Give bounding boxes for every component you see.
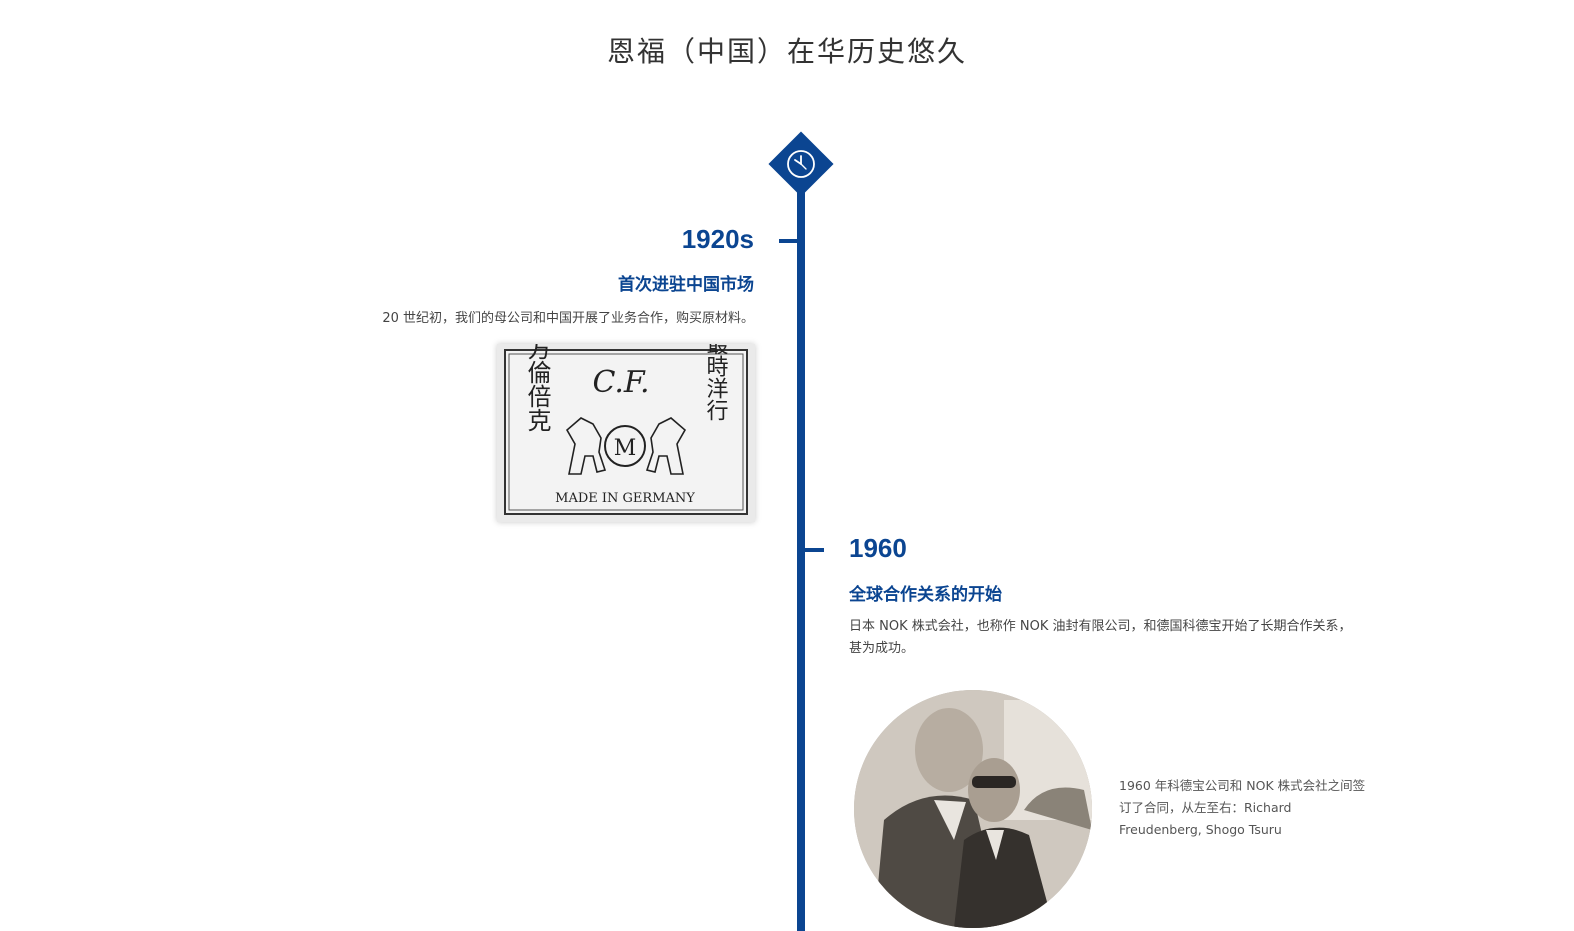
clock-icon <box>787 150 815 178</box>
label-right-text: 美最時洋行 <box>703 344 729 421</box>
label-center-letter: M <box>614 436 637 461</box>
event-year-1960: 1960 <box>849 533 907 563</box>
event-body-1960: 日本 NOK 株式会社，也称作 NOK 油封有限公司，和德国科德宝开始了长期合作… <box>849 619 1352 656</box>
event-heading-1960: 全球合作关系的开始 <box>849 585 1002 605</box>
historic-photo <box>854 690 1092 928</box>
event-year-1920s: 1920s <box>681 224 754 254</box>
timeline-tick-1920s <box>779 239 799 243</box>
photo-caption: 1960 年科德宝公司和 NOK 株式会社之间签订了合同，从左至右：Richar… <box>1119 778 1366 837</box>
label-monogram: C.F. <box>592 365 649 400</box>
horse-right-icon <box>645 417 687 475</box>
horse-left-icon <box>565 417 607 475</box>
page-title: 恩福（中国）在华历史悠久 <box>606 35 967 68</box>
timeline-line <box>797 170 805 931</box>
label-left-text: 方倫倍克 <box>523 344 551 432</box>
label-made-in: MADE IN GERMANY <box>555 491 695 506</box>
timeline-tick-1960 <box>804 548 824 552</box>
event-heading-1920s: 首次进驻中国市场 <box>618 275 754 295</box>
event-body-1920s: 20 世纪初，我们的母公司和中国开展了业务合作，购买原材料。 <box>382 311 754 326</box>
trademark-label-image: 方倫倍克 美最時洋行 C.F. M MADE IN GERMANY <box>497 344 755 522</box>
